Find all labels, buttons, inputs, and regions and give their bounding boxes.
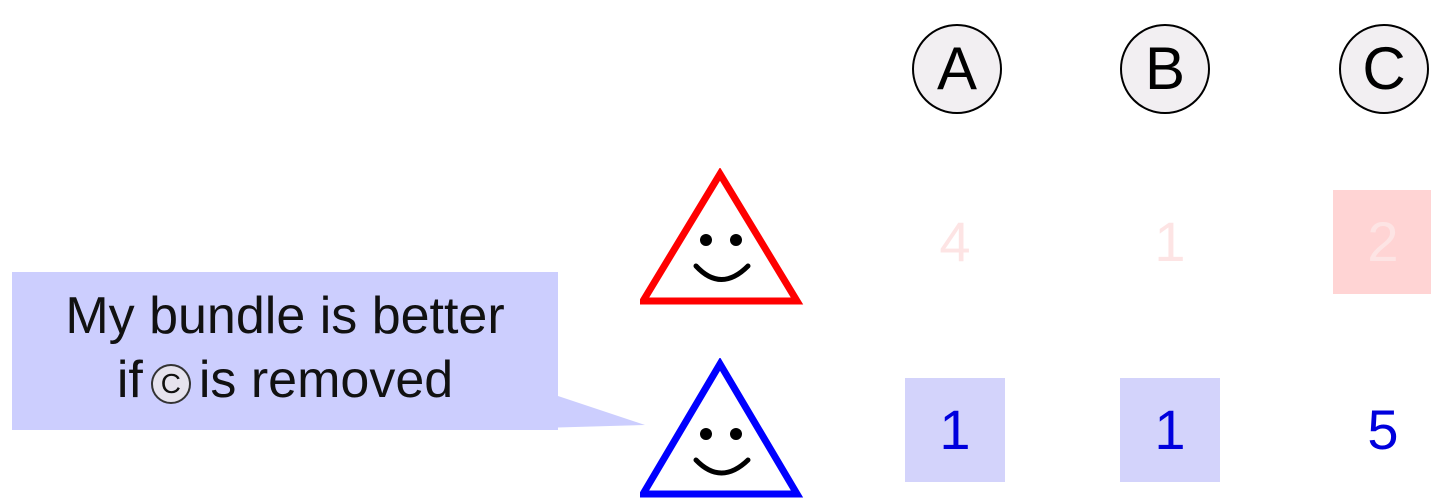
blue-value-a-highlighted: 1	[905, 378, 1005, 482]
blue-agent-smiley-triangle	[640, 358, 804, 498]
blue-value-c: 5	[1367, 398, 1399, 461]
item-b-circle: B	[1120, 24, 1210, 114]
speech-line-1: My bundle is better	[65, 287, 505, 345]
item-a-circle: A	[912, 24, 1002, 114]
red-value-b: 1	[1154, 210, 1186, 273]
red-agent-smiley-triangle	[640, 168, 804, 305]
red-value-c-highlighted: 2	[1333, 190, 1431, 294]
red-value-a: 4	[939, 210, 971, 273]
blue-value-b-highlighted: 1	[1120, 378, 1220, 482]
speech-if-text: if	[116, 351, 143, 409]
speech-removed-text: is removed	[198, 351, 454, 409]
item-c-circle: C	[1339, 24, 1429, 114]
speech-bubble-tail	[540, 390, 645, 428]
item-c-small-circle: C	[150, 364, 191, 404]
